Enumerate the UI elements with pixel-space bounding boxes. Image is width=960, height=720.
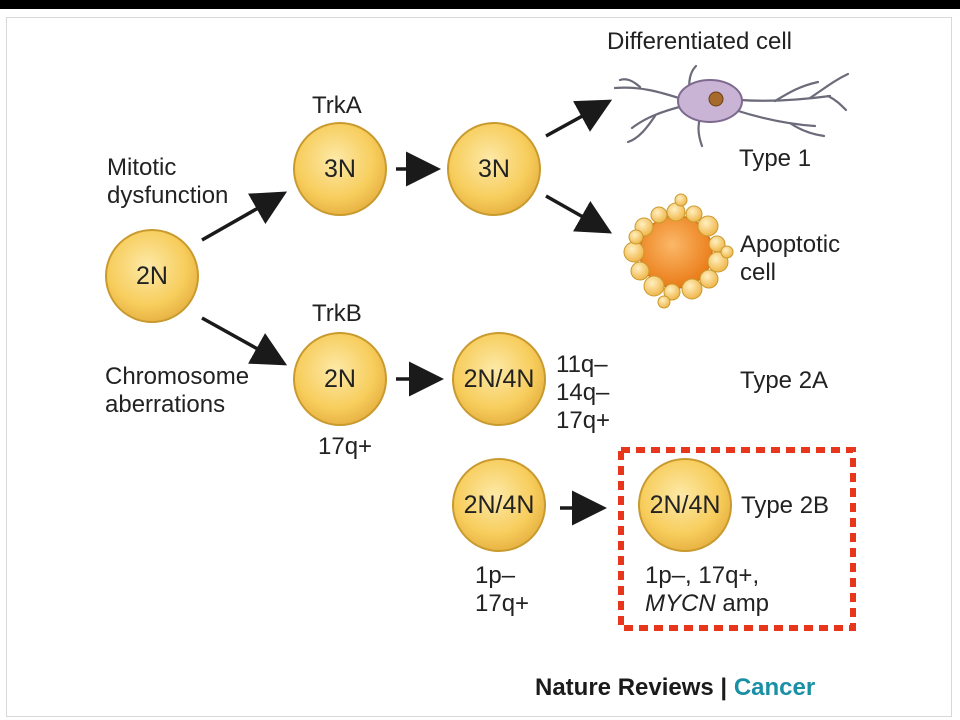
cell-type2b-precursor bbox=[452, 458, 546, 552]
cell-type2a bbox=[452, 332, 546, 426]
type2b-label: Type 2B bbox=[741, 492, 830, 519]
type2a-label: Type 2A bbox=[740, 367, 829, 394]
trkb-label: TrkB bbox=[312, 300, 362, 327]
journal-name: Cancer bbox=[733, 674, 816, 701]
cell-trka-next-label: 3N bbox=[478, 155, 510, 183]
cell-type2a-label: 2N/4N bbox=[463, 365, 535, 393]
type1-label: Type 1 bbox=[739, 145, 812, 172]
apoptotic-cell-label: Apoptotic cell bbox=[740, 231, 841, 286]
mitotic-dysfunction-label: Mitotic dysfunction bbox=[107, 154, 229, 209]
cell-origin-label: 2N bbox=[136, 262, 168, 290]
cell-trkb-label: 2N bbox=[324, 365, 356, 393]
cell-trka bbox=[293, 122, 387, 216]
journal-separator: | bbox=[713, 674, 734, 701]
apoptotic-cell-illustration bbox=[623, 193, 734, 309]
type2a-markers-label: 11q– 14q– 17q+ bbox=[556, 351, 611, 434]
trkb-marker-label: 17q+ bbox=[318, 433, 373, 460]
top-black-bar bbox=[0, 0, 960, 9]
cell-trka-next bbox=[447, 122, 541, 216]
journal-credit: Nature Reviews | Cancer bbox=[535, 673, 815, 703]
arrow-to-differentiated bbox=[545, 99, 613, 138]
arrow-origin-to-trka bbox=[201, 191, 288, 242]
cell-type2b bbox=[638, 458, 732, 552]
cell-trka-label: 3N bbox=[324, 155, 356, 183]
amp-label: amp bbox=[715, 590, 770, 617]
trka-label: TrkA bbox=[312, 92, 362, 119]
neuron-nucleus bbox=[708, 91, 724, 107]
chromosome-aberrations-label: Chromosome aberrations bbox=[105, 363, 250, 418]
cell-type2b-precursor-label: 2N/4N bbox=[463, 491, 535, 519]
mycn-gene-label: MYCN bbox=[645, 590, 716, 617]
journal-brand: Nature Reviews bbox=[535, 674, 714, 701]
type2b-markers-line2: MYCN amp bbox=[645, 590, 769, 618]
type2b-markers-line1: 1p–, 17q+, bbox=[645, 562, 760, 589]
cell-type2b-label: 2N/4N bbox=[649, 491, 721, 519]
arrow-origin-to-trkb bbox=[201, 316, 288, 366]
type2b-highlight-box bbox=[618, 447, 856, 631]
differentiated-cell-label: Differentiated cell bbox=[607, 28, 792, 55]
cell-origin bbox=[105, 229, 199, 323]
slide-frame bbox=[6, 17, 952, 717]
cell-trkb bbox=[293, 332, 387, 426]
arrow-to-apoptotic bbox=[545, 194, 613, 234]
type2b-precursor-markers-label: 1p– 17q+ bbox=[475, 562, 530, 617]
